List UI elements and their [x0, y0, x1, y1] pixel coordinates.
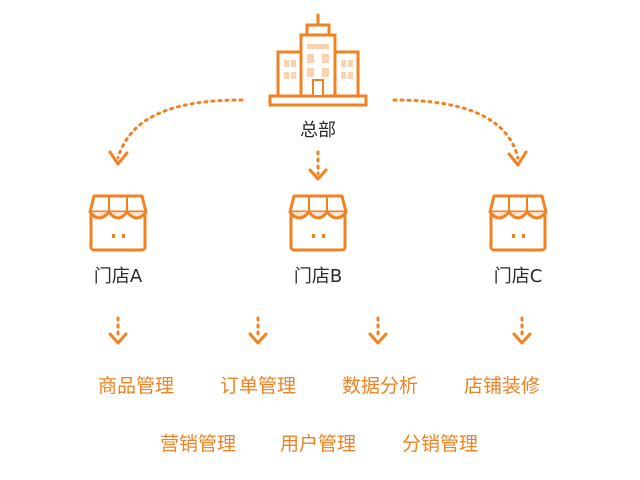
hq-label: 总部: [300, 120, 336, 141]
store-b-label: 门店B: [293, 266, 343, 287]
storefront-icon: [288, 194, 348, 252]
storefront-icon: [488, 194, 548, 252]
hq-arrow-left: [108, 98, 244, 166]
feature-store-decoration: 店铺装修: [463, 375, 541, 397]
down-arrow-icon: [108, 316, 128, 345]
hq-arrow-center: [308, 150, 328, 181]
down-arrow-icon: [248, 316, 268, 345]
feature-user-management: 用户管理: [279, 433, 357, 455]
feature-order-management: 订单管理: [219, 375, 297, 397]
feature-product-management: 商品管理: [97, 375, 175, 397]
feature-distribution-management: 分销管理: [401, 433, 479, 455]
feature-marketing-management: 营销管理: [159, 433, 237, 455]
storefront-icon: [88, 194, 148, 252]
down-arrow-icon: [512, 316, 532, 345]
store-a-label: 门店A: [93, 266, 143, 287]
store-c-label: 门店C: [493, 266, 543, 287]
hq-arrow-right: [392, 98, 528, 167]
building-icon: [268, 13, 368, 107]
feature-data-analysis: 数据分析: [341, 375, 419, 397]
down-arrow-icon: [368, 316, 388, 345]
